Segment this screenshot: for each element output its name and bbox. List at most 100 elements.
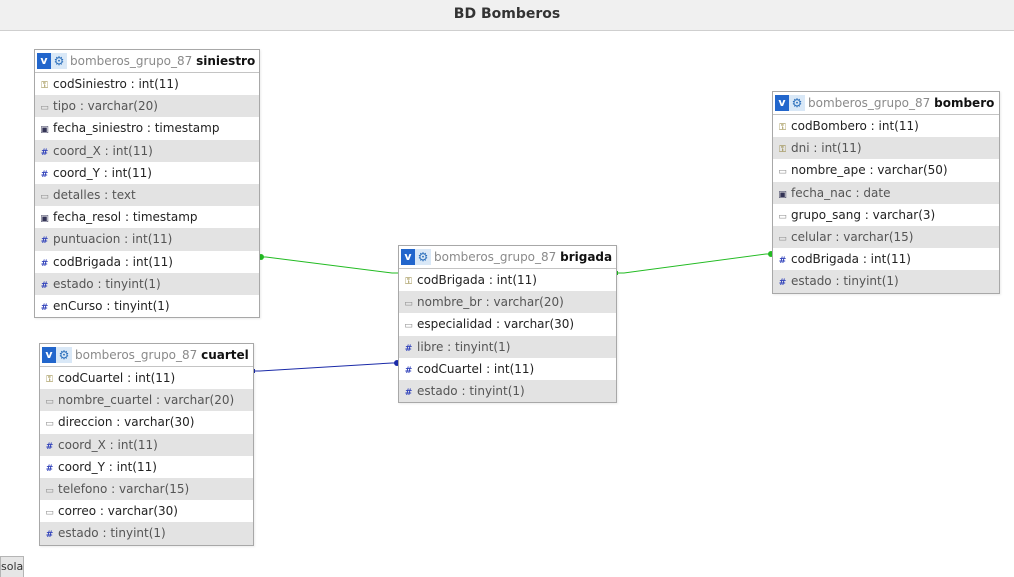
- column-row[interactable]: ⚿ codSiniestro : int(11): [35, 73, 259, 95]
- numeric-icon: #: [45, 530, 54, 541]
- table-header[interactable]: v⚙bomberos_grupo_87 brigada: [399, 246, 616, 269]
- table-header[interactable]: v⚙bomberos_grupo_87 cuartel: [40, 344, 253, 367]
- column-row[interactable]: ⚿ codBrigada : int(11): [399, 269, 616, 291]
- table-header[interactable]: v⚙bomberos_grupo_87 siniestro: [35, 50, 259, 73]
- column-row[interactable]: ▭ especialidad : varchar(30): [399, 313, 616, 335]
- numeric-icon: #: [778, 278, 787, 289]
- relation-siniestro-brigada: [258, 254, 401, 275]
- column-row[interactable]: #estado : tinyint(1): [35, 272, 259, 295]
- key-icon: ⚿: [405, 277, 412, 287]
- numeric-icon: #: [45, 441, 54, 452]
- column-label: coord_Y : int(11): [53, 165, 152, 180]
- column-row[interactable]: ⚿dni : int(11): [773, 137, 999, 160]
- text-icon: ▭: [404, 299, 413, 310]
- numeric-icon: #: [404, 365, 413, 376]
- numeric-icon: #: [40, 280, 49, 291]
- v-badge-icon[interactable]: v: [401, 249, 415, 265]
- table-name: cuartel: [201, 348, 249, 362]
- database-name: bomberos_grupo_87: [70, 54, 193, 68]
- numeric-icon: #: [778, 256, 787, 267]
- column-row[interactable]: ▣ fecha_resol : timestamp: [35, 206, 259, 228]
- text-icon: ▭: [45, 485, 54, 496]
- column-label: coord_Y : int(11): [58, 459, 157, 474]
- key-icon: ⚿: [46, 375, 53, 385]
- calendar-icon: ▣: [40, 125, 49, 136]
- column-row[interactable]: ▭ tipo : varchar(20): [35, 95, 259, 118]
- column-row[interactable]: ▭telefono : varchar(15): [40, 477, 253, 501]
- text-icon: ▭: [40, 103, 49, 114]
- column-label: coord_X : int(11): [53, 143, 153, 158]
- table-bombero[interactable]: v⚙bomberos_grupo_87 bombero⚿codBombero :…: [772, 91, 1000, 294]
- column-row[interactable]: ▭ nombre_ape : varchar(50): [773, 159, 999, 181]
- column-row[interactable]: ⚿ codCuartel : int(11): [40, 367, 253, 389]
- gear-icon[interactable]: ⚙: [51, 53, 67, 69]
- column-row[interactable]: #estado : tinyint(1): [40, 522, 253, 545]
- column-row[interactable]: ▭ grupo_sang : varchar(3): [773, 204, 999, 226]
- column-row[interactable]: # coord_Y : int(11): [40, 456, 253, 478]
- column-row[interactable]: ▭detalles : text: [35, 183, 259, 207]
- column-label: grupo_sang : varchar(3): [791, 207, 936, 222]
- column-label: enCurso : tinyint(1): [53, 298, 170, 313]
- column-row[interactable]: ▭ nombre_br : varchar(20): [399, 291, 616, 314]
- column-row[interactable]: ▣fecha_siniestro : timestamp: [35, 117, 259, 139]
- calendar-icon: ▣: [778, 189, 787, 200]
- table-header[interactable]: v⚙bomberos_grupo_87 bombero: [773, 92, 999, 115]
- column-row[interactable]: # estado : tinyint(1): [773, 270, 999, 293]
- gear-icon[interactable]: ⚙: [56, 347, 72, 363]
- column-label: codSiniestro : int(11): [53, 77, 179, 91]
- calendar-icon: ▣: [40, 214, 49, 225]
- text-icon: ▭: [778, 211, 787, 222]
- column-row[interactable]: #enCurso : tinyint(1): [35, 295, 259, 317]
- key-icon: ⚿: [41, 81, 48, 91]
- database-name: bomberos_grupo_87: [75, 348, 198, 362]
- numeric-icon: #: [404, 387, 413, 398]
- column-row[interactable]: # puntuacion : int(11): [35, 228, 259, 251]
- numeric-icon: #: [40, 258, 49, 269]
- column-row[interactable]: #codBrigada : int(11): [773, 248, 999, 270]
- column-row[interactable]: ▭celular : varchar(15): [773, 225, 999, 249]
- designer-title: BD Bomberos: [0, 0, 1014, 31]
- text-icon: ▭: [404, 321, 413, 332]
- numeric-icon: #: [404, 343, 413, 354]
- column-label: direccion : varchar(30): [58, 415, 195, 430]
- column-row[interactable]: ▭direccion : varchar(30): [40, 411, 253, 433]
- v-badge-icon[interactable]: v: [37, 53, 51, 69]
- column-label: nombre_br : varchar(20): [417, 295, 564, 310]
- column-row[interactable]: #estado : tinyint(1): [399, 379, 616, 403]
- text-icon: ▭: [45, 508, 54, 519]
- console-tab[interactable]: sola: [0, 556, 24, 577]
- column-label: estado : tinyint(1): [791, 274, 899, 289]
- column-label: tipo : varchar(20): [53, 99, 158, 114]
- column-row[interactable]: # coord_X : int(11): [35, 139, 259, 162]
- numeric-icon: #: [45, 463, 54, 474]
- column-label: nombre_ape : varchar(50): [791, 163, 948, 178]
- column-row[interactable]: ▭correo : varchar(30): [40, 500, 253, 522]
- text-icon: ▭: [778, 167, 787, 178]
- numeric-icon: #: [40, 147, 49, 158]
- column-row[interactable]: ⚿codBombero : int(11): [773, 115, 999, 137]
- column-label: codBombero : int(11): [791, 119, 919, 133]
- v-badge-icon[interactable]: v: [775, 95, 789, 111]
- column-row[interactable]: ▣fecha_nac : date: [773, 181, 999, 204]
- column-row[interactable]: #codCuartel : int(11): [399, 358, 616, 380]
- column-label: codBrigada : int(11): [417, 273, 537, 287]
- column-label: coord_X : int(11): [58, 437, 158, 452]
- column-label: puntuacion : int(11): [53, 232, 173, 247]
- column-label: codCuartel : int(11): [58, 371, 176, 385]
- column-label: fecha_resol : timestamp: [53, 210, 198, 225]
- v-badge-icon[interactable]: v: [42, 347, 56, 363]
- numeric-icon: #: [40, 236, 49, 247]
- table-cuartel[interactable]: v⚙bomberos_grupo_87 cuartel ⚿ codCuartel :…: [39, 343, 254, 546]
- column-row[interactable]: # coord_X : int(11): [40, 433, 253, 456]
- column-row[interactable]: #codBrigada : int(11): [35, 251, 259, 273]
- table-siniestro[interactable]: v⚙bomberos_grupo_87 siniestro ⚿ codSiniest…: [34, 49, 260, 319]
- gear-icon[interactable]: ⚙: [415, 249, 431, 265]
- column-row[interactable]: ▭nombre_cuartel : varchar(20): [40, 389, 253, 412]
- column-label: especialidad : varchar(30): [417, 317, 575, 332]
- column-row[interactable]: #coord_Y : int(11): [35, 162, 259, 184]
- column-label: nombre_cuartel : varchar(20): [58, 393, 235, 408]
- text-icon: ▭: [40, 191, 49, 202]
- gear-icon[interactable]: ⚙: [789, 95, 805, 111]
- table-brigada[interactable]: v⚙bomberos_grupo_87 brigada ⚿ codBrigada :…: [398, 245, 617, 404]
- column-row[interactable]: #libre : tinyint(1): [399, 335, 616, 358]
